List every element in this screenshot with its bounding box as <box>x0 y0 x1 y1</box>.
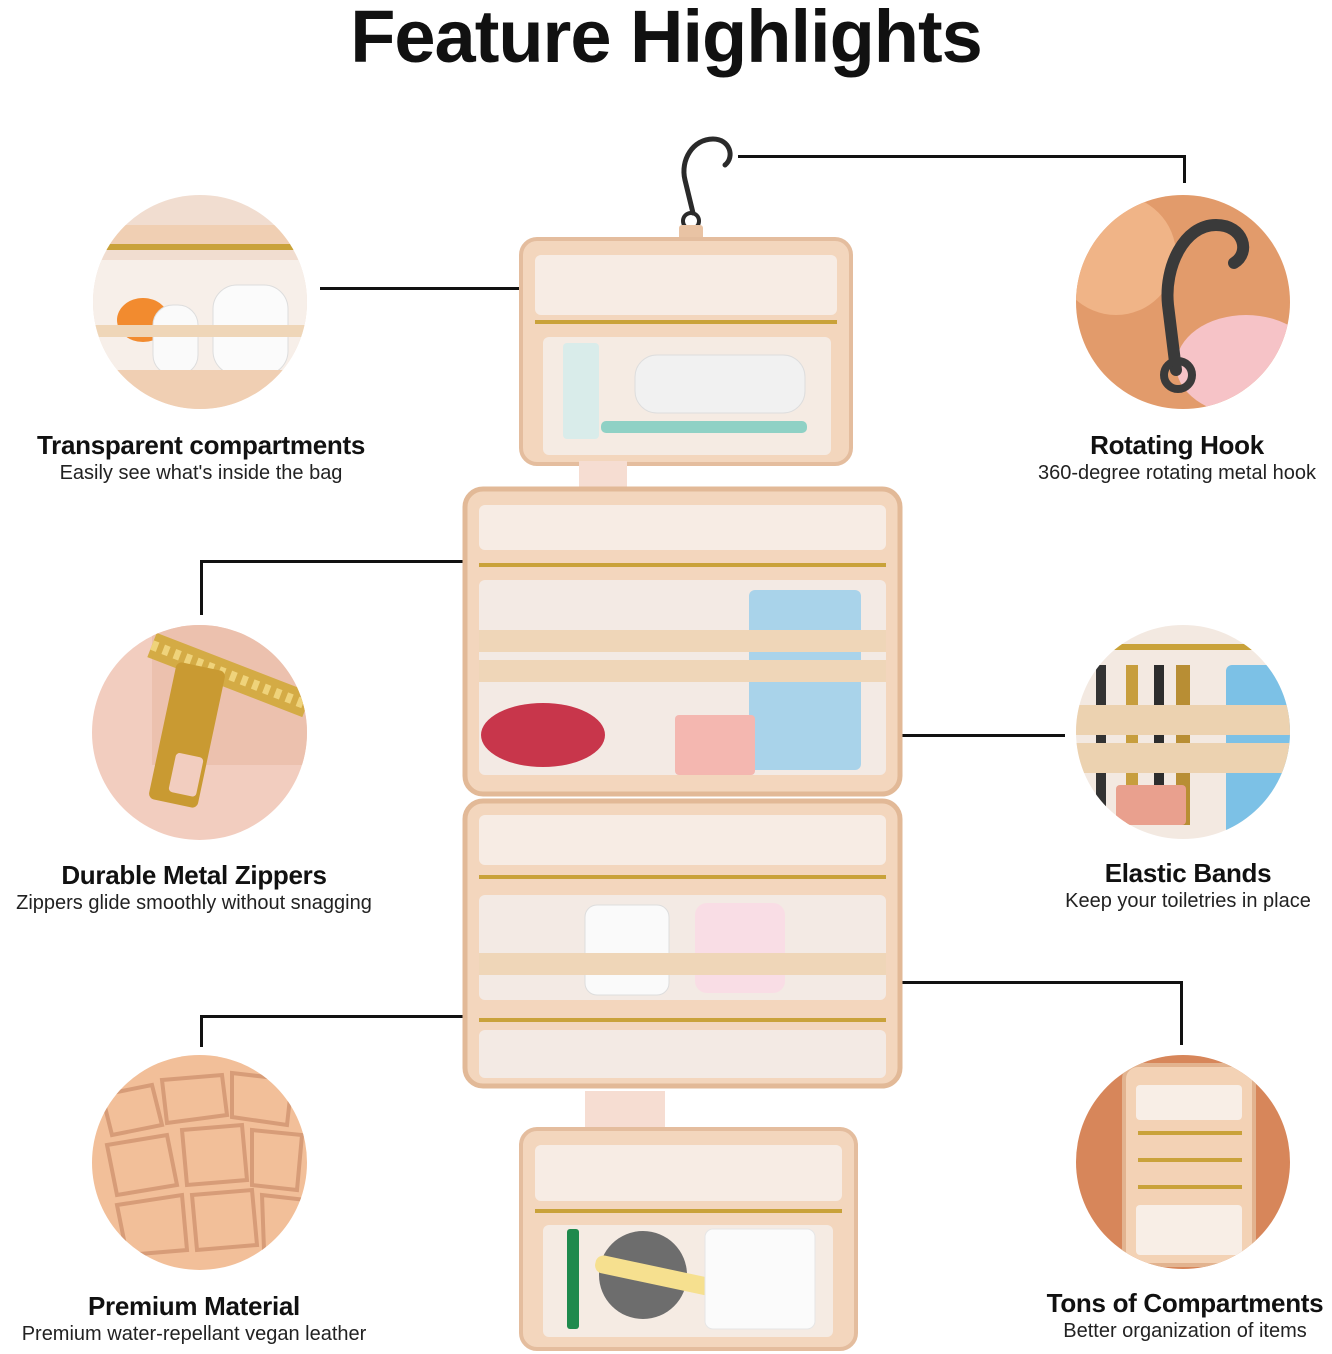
feature-subtext: Zippers glide smoothly without snagging <box>16 892 372 914</box>
transparent-compartments-image <box>93 195 307 409</box>
feature-heading: Premium Material <box>88 1291 300 1321</box>
toiletry-bag-image <box>455 125 910 1354</box>
metal-zipper-image <box>92 625 307 840</box>
connector-line <box>738 155 1186 158</box>
feature-subtext: Easily see what's inside the bag <box>59 462 343 484</box>
elastic-bands-image <box>1076 625 1290 839</box>
connector-line <box>320 287 645 290</box>
rotating-hook-image <box>1076 195 1290 409</box>
feature-subtext: Better organization of items <box>1063 1320 1307 1342</box>
connector-line <box>200 1015 203 1047</box>
connector-line <box>1183 155 1186 183</box>
connector-line <box>200 560 203 615</box>
feature-tons-of-compartments: Tons of Compartments Better organization… <box>1040 1288 1330 1344</box>
connector-line <box>200 560 480 563</box>
feature-heading: Tons of Compartments <box>1046 1288 1324 1318</box>
feature-subtext: Keep your toiletries in place <box>1065 890 1311 912</box>
feature-rotating-hook: Rotating Hook 360-degree rotating metal … <box>1022 430 1332 486</box>
vegan-leather-texture-image <box>92 1055 307 1270</box>
feature-transparent-compartments: Transparent compartments Easily see what… <box>0 430 402 486</box>
feature-subtext: Premium water-repellant vegan leather <box>21 1323 367 1345</box>
feature-premium-material: Premium Material Premium water-repellant… <box>0 1291 388 1347</box>
feature-elastic-bands: Elastic Bands Keep your toiletries in pl… <box>1050 858 1326 914</box>
feature-heading: Transparent compartments <box>36 430 365 460</box>
connector-line <box>200 1015 470 1018</box>
feature-heading: Rotating Hook <box>1090 430 1264 460</box>
compartments-image <box>1076 1055 1290 1269</box>
connector-line <box>1180 981 1183 1045</box>
feature-heading: Elastic Bands <box>1104 858 1272 888</box>
page-title: Feature Highlights <box>350 0 983 78</box>
feature-subtext: 360-degree rotating metal hook <box>1038 462 1316 484</box>
connector-line <box>885 981 1183 984</box>
feature-heading: Durable Metal Zippers <box>61 860 327 890</box>
feature-metal-zippers: Durable Metal Zippers Zippers glide smoo… <box>0 860 388 916</box>
